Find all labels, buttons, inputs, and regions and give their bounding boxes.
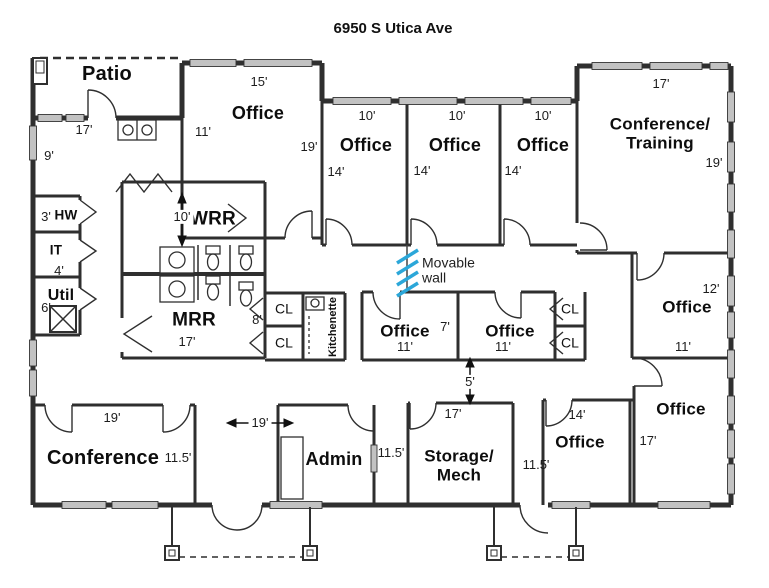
dim-office-n2-width: 10'	[448, 107, 466, 123]
room-label-storage: Storage/ Mech	[424, 446, 494, 484]
dim-conference-training-depth: 19'	[705, 154, 723, 170]
dim-storage-depth: 11.5'	[522, 456, 550, 472]
dim-office-e2-depth: 17'	[639, 432, 657, 448]
dim-util-depth: 6'	[41, 299, 51, 315]
movable-wall-label: Movable wall	[422, 254, 475, 286]
fixtures	[49, 119, 325, 500]
dim-office-n3-depth: 14'	[504, 162, 522, 178]
room-label-it: IT	[49, 242, 63, 258]
room-label-cl3: CL	[561, 300, 579, 317]
dim-admin-depth: 11.5'	[377, 444, 405, 460]
room-label-office-m2: Office	[485, 321, 535, 341]
room-label-office-n3: Office	[516, 135, 570, 156]
plan-title: 6950 S Utica Ave	[333, 19, 453, 37]
movable-wall	[396, 245, 419, 298]
dim-entry-depth: 9'	[44, 147, 54, 163]
dim-office-n3-width: 10'	[534, 107, 552, 123]
dim-office-m1-width: 11'	[397, 338, 413, 354]
dim-lobby-width: 19'	[248, 415, 272, 431]
dim-hw-width: 3'	[41, 208, 51, 224]
room-label-cl4: CL	[561, 334, 579, 351]
room-label-conference: Conference	[46, 447, 160, 469]
dim-patio-width: 17'	[75, 121, 93, 137]
dim-office-e1-width: 11'	[675, 338, 691, 354]
dim-conference-depth: 11.5'	[164, 449, 192, 465]
doors	[44, 89, 665, 534]
dim-mrr-width: 17'	[178, 333, 196, 349]
entry-porches	[32, 57, 584, 561]
room-label-office-front: Office	[231, 103, 285, 124]
interior-walls	[33, 101, 731, 505]
room-label-patio: Patio	[82, 63, 132, 85]
room-label-hw: HW	[54, 207, 78, 223]
room-label-office-n1: Office	[339, 135, 393, 156]
dim-storage-width: 17'	[444, 405, 462, 421]
room-label-util: Util	[47, 287, 75, 305]
room-label-office-e1: Office	[662, 297, 712, 317]
dim-office-m2-width: 11'	[495, 338, 511, 354]
dim-it-depth: 4'	[54, 262, 64, 278]
room-label-conference-training: Conference/ Training	[609, 114, 711, 152]
room-label-cl2: CL	[275, 334, 293, 351]
room-label-office-n2: Office	[428, 135, 482, 156]
dim-hall5-width: 5'	[462, 374, 478, 390]
room-label-admin: Admin	[305, 449, 363, 470]
dim-office-s1-width: 14'	[568, 406, 586, 422]
windows	[29, 59, 735, 509]
restroom-stall-partitions	[197, 245, 231, 306]
dim-conference-training-width: 17'	[652, 75, 670, 91]
room-label-office-e2: Office	[656, 399, 706, 419]
dim-conference-width: 19'	[103, 409, 121, 425]
dim-hall8-width: 8'	[252, 311, 262, 327]
dim-office-n2-depth: 14'	[413, 162, 431, 178]
dim-office-front-left: 11'	[195, 123, 211, 139]
dim-wrr-width: 10'	[170, 209, 194, 225]
dim-office-front-width: 15'	[250, 73, 268, 89]
room-label-office-m1: Office	[380, 321, 430, 341]
dim-office-m1-right: 7'	[440, 318, 450, 334]
dim-office-n1-depth: 14'	[327, 163, 345, 179]
room-label-cl1: CL	[275, 300, 293, 317]
dim-office-front-depth: 19'	[300, 138, 318, 154]
dim-office-e1-depth: 12'	[702, 280, 720, 296]
room-label-mrr: MRR	[172, 309, 216, 331]
room-label-kitchenette: Kitchenette	[326, 297, 339, 357]
room-label-office-s1: Office	[555, 432, 605, 452]
room-label-wrr: WRR	[190, 208, 236, 230]
dim-office-n1-width: 10'	[358, 107, 376, 123]
